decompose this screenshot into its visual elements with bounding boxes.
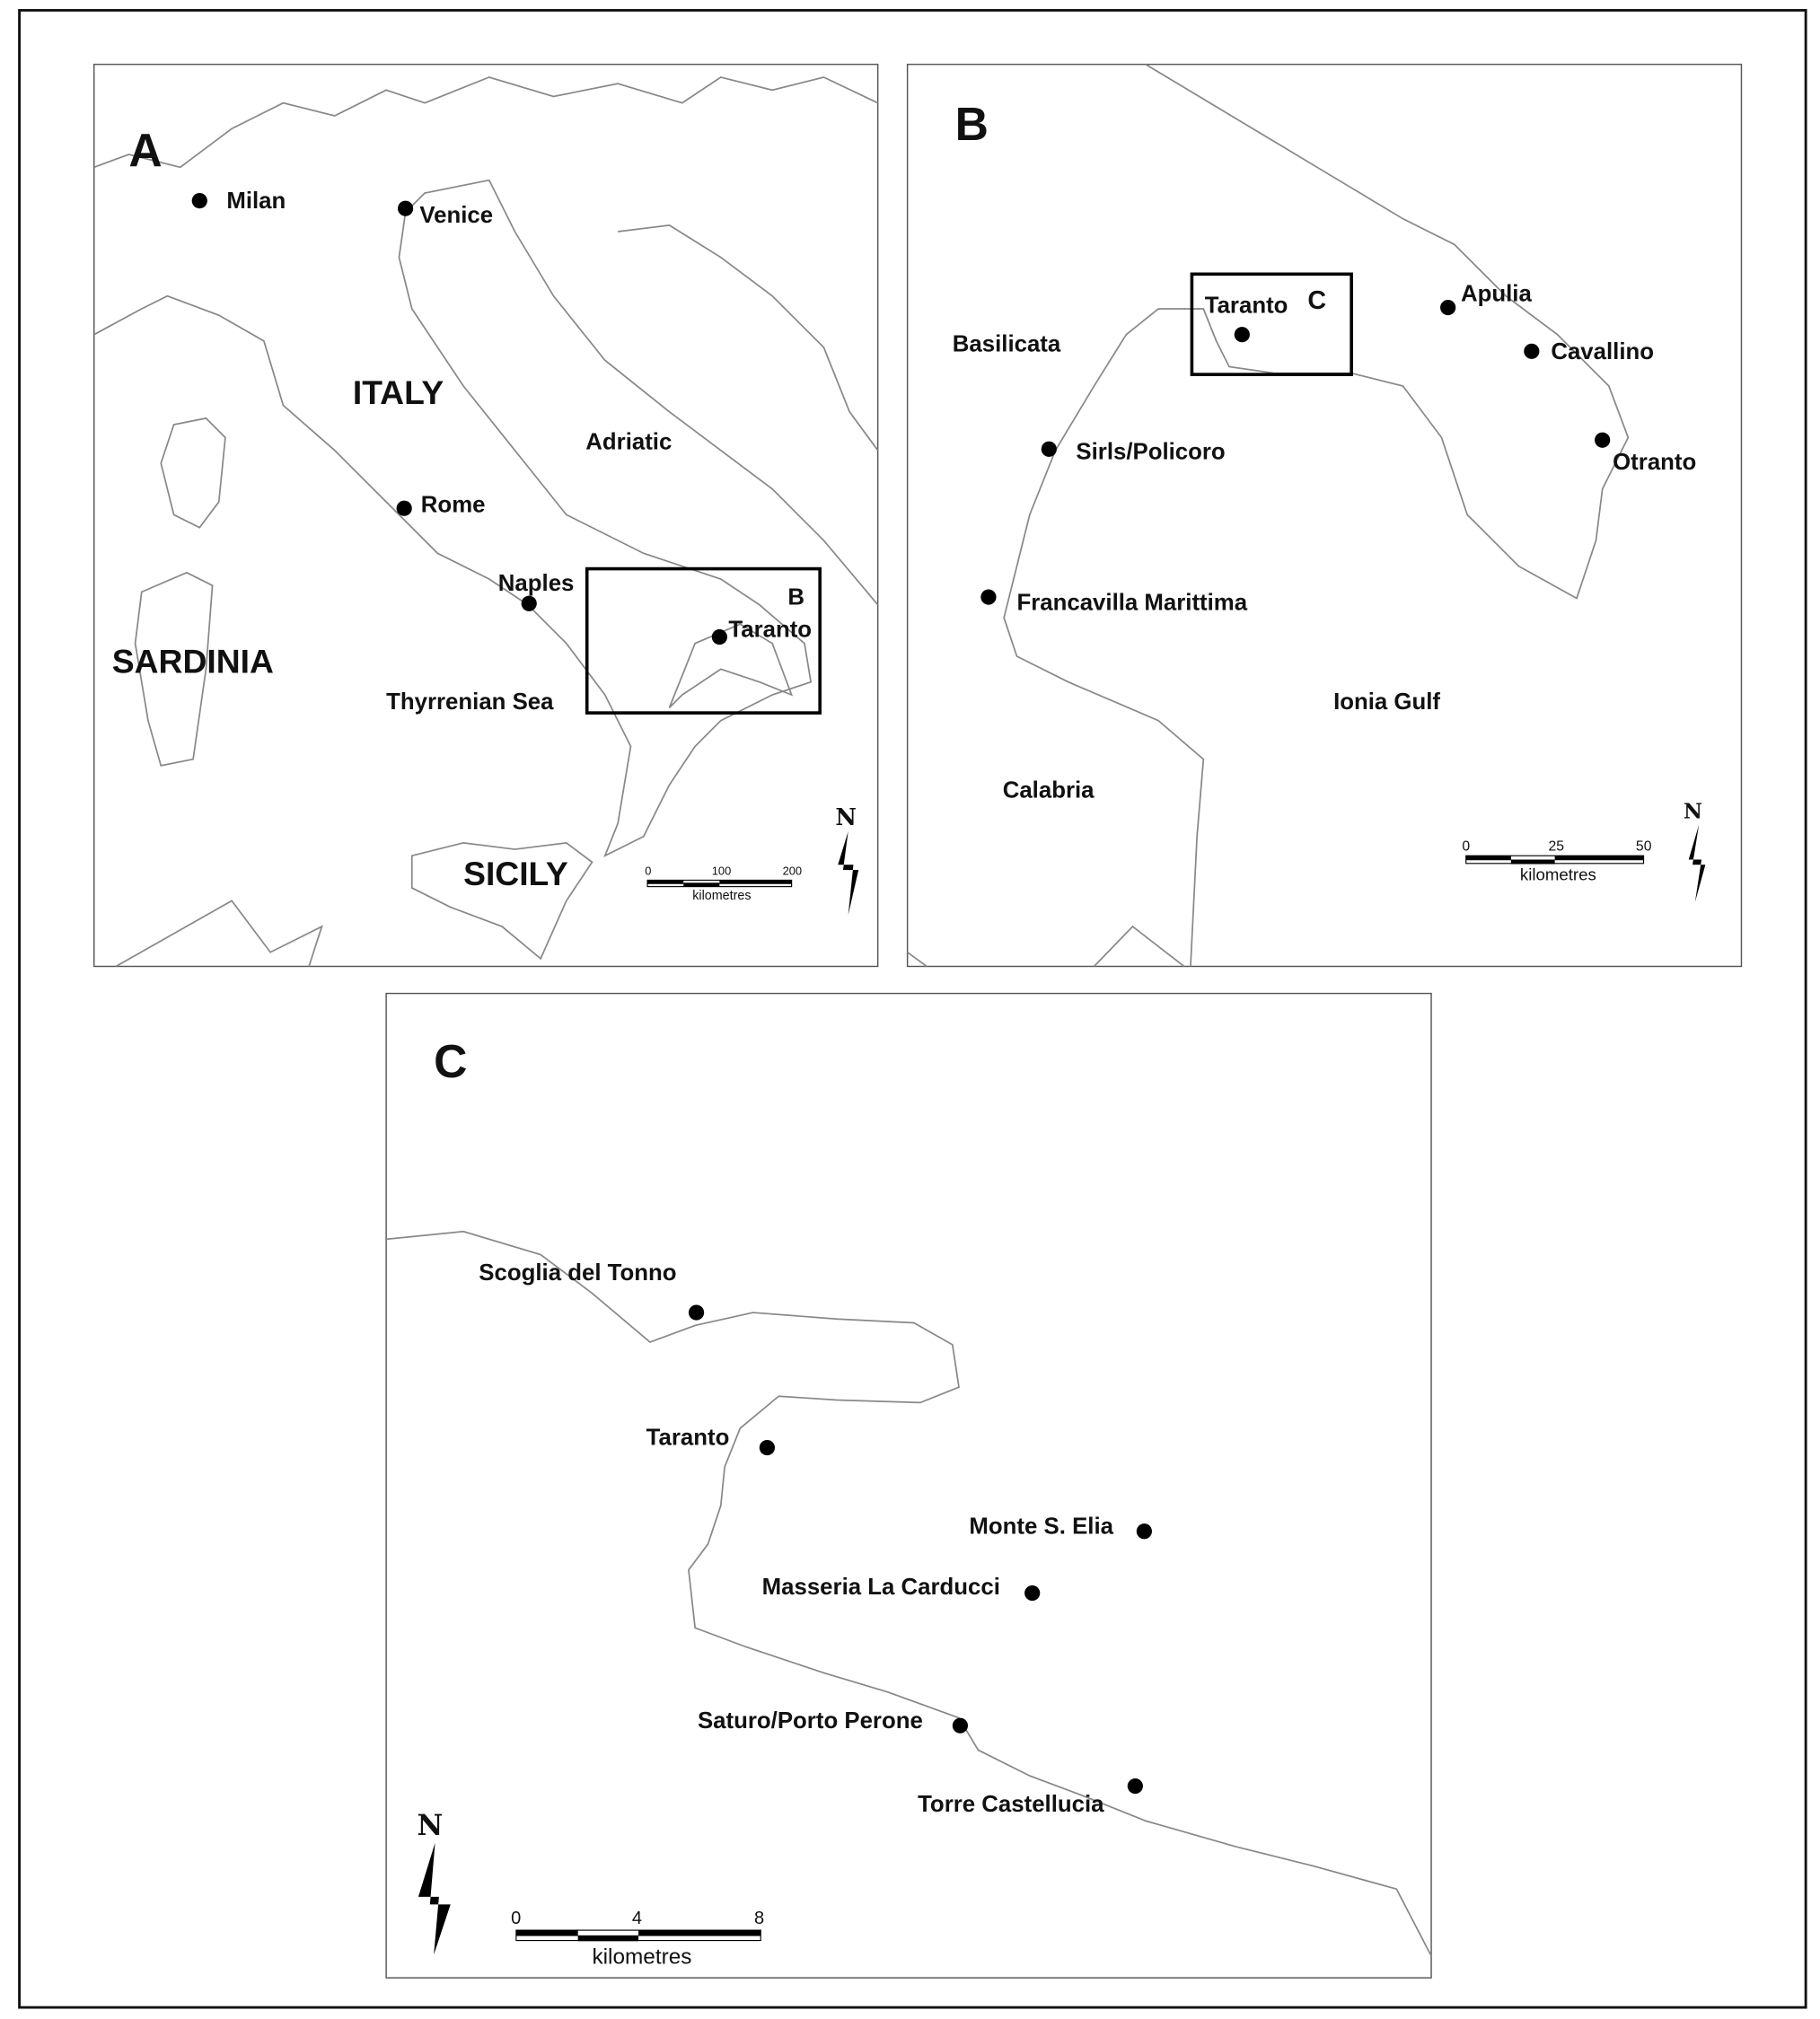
- svg-text:200: 200: [783, 865, 803, 878]
- svg-text:N: N: [418, 1809, 444, 1842]
- svg-text:Milan: Milan: [226, 189, 286, 214]
- svg-text:0: 0: [1462, 838, 1470, 854]
- svg-text:Naples: Naples: [498, 571, 575, 596]
- place-taranto: Taranto: [711, 618, 812, 645]
- inset-label-c: C: [1307, 286, 1326, 315]
- region-sardinia: SARDINIA: [112, 643, 274, 680]
- svg-text:N: N: [835, 804, 857, 831]
- place-apulia: Apulia: [1440, 281, 1532, 316]
- svg-text:Apulia: Apulia: [1461, 281, 1532, 306]
- place-otranto: Otranto: [1595, 432, 1696, 475]
- svg-text:Taranto: Taranto: [728, 618, 812, 643]
- inset-label-b: B: [787, 585, 804, 610]
- svg-text:Taranto: Taranto: [1205, 293, 1288, 318]
- inset-box-c: [1190, 272, 1353, 376]
- svg-text:Venice: Venice: [419, 203, 493, 228]
- svg-text:Cavallino: Cavallino: [1551, 339, 1654, 364]
- north-arrow-a: N: [835, 804, 859, 916]
- panel-letter-a: A: [128, 124, 162, 176]
- svg-text:Francavilla Marittima: Francavilla Marittima: [1016, 590, 1247, 615]
- region-thyrrenian-sea: Thyrrenian Sea: [386, 689, 554, 715]
- svg-text:kilometres: kilometres: [1520, 865, 1596, 883]
- svg-text:Taranto: Taranto: [646, 1426, 730, 1451]
- region-adriatic: Adriatic: [585, 429, 672, 454]
- place-milan: Milan: [191, 189, 286, 214]
- svg-text:Saturo/Porto Perone: Saturo/Porto Perone: [698, 1708, 923, 1734]
- scale-bar-b: 0 25 50 kilometres: [1462, 838, 1651, 883]
- place-rome: Rome: [396, 492, 486, 517]
- panel-b-region-map: B C Taranto Apulia Cavallino Otranto Sir…: [906, 63, 1743, 968]
- place-taranto-c: Taranto: [646, 1426, 775, 1456]
- svg-text:kilometres: kilometres: [692, 889, 751, 903]
- svg-text:100: 100: [712, 865, 732, 878]
- region-basilicata: Basilicata: [953, 331, 1061, 356]
- place-torre-castellucia: Torre Castellucia: [918, 1778, 1143, 1817]
- place-saturo-porto-perone: Saturo/Porto Perone: [698, 1708, 969, 1734]
- place-francavilla-marittima: Francavilla Marittima: [980, 589, 1248, 615]
- panel-c-taranto-map: C Scoglia del Tonno Taranto Monte S. Eli…: [385, 992, 1432, 1979]
- place-venice: Venice: [398, 200, 493, 228]
- svg-text:8: 8: [754, 1909, 764, 1928]
- region-calabria: Calabria: [1003, 778, 1095, 803]
- north-arrow-b: N: [1684, 800, 1706, 902]
- place-sirls-policoro: Sirls/Policoro: [1041, 440, 1226, 465]
- panel-a-italy-map: A Milan Venice Rome Naples Taranto ITALY…: [93, 63, 879, 968]
- svg-text:Otranto: Otranto: [1613, 450, 1696, 475]
- svg-text:Rome: Rome: [421, 492, 486, 517]
- svg-text:0: 0: [511, 1909, 521, 1928]
- svg-text:Scoglia del Tonno: Scoglia del Tonno: [479, 1260, 676, 1286]
- svg-text:Sirls/Policoro: Sirls/Policoro: [1076, 440, 1225, 465]
- region-sicily: SICILY: [463, 855, 568, 892]
- region-italy: ITALY: [353, 373, 444, 411]
- svg-text:N: N: [1684, 800, 1702, 824]
- svg-text:Monte S. Elia: Monte S. Elia: [969, 1514, 1113, 1540]
- panel-letter-c: C: [434, 1035, 467, 1087]
- scale-bar-a: 0 100 200 kilometres: [645, 865, 802, 903]
- north-arrow-c: N: [418, 1809, 451, 1955]
- place-cavallino: Cavallino: [1524, 339, 1654, 364]
- svg-text:kilometres: kilometres: [592, 1944, 691, 1969]
- panel-letter-b: B: [955, 98, 989, 150]
- scale-bar-c: 0 4 8 kilometres: [511, 1909, 764, 1969]
- region-ionia-gulf: Ionia Gulf: [1333, 689, 1440, 715]
- svg-text:25: 25: [1548, 838, 1564, 854]
- svg-text:50: 50: [1636, 838, 1652, 854]
- place-taranto-b: Taranto: [1205, 293, 1288, 343]
- svg-text:4: 4: [632, 1909, 642, 1928]
- inset-box-b: [585, 566, 822, 715]
- place-scoglia-del-tonno: Scoglia del Tonno: [479, 1260, 705, 1321]
- svg-text:0: 0: [645, 865, 651, 878]
- svg-text:Masseria La Carducci: Masseria La Carducci: [762, 1575, 1000, 1600]
- svg-text:Torre Castellucia: Torre Castellucia: [918, 1792, 1104, 1817]
- place-masseria-la-carducci: Masseria La Carducci: [762, 1575, 1041, 1602]
- place-naples: Naples: [498, 571, 575, 611]
- place-monte-s-elia: Monte S. Elia: [969, 1514, 1152, 1540]
